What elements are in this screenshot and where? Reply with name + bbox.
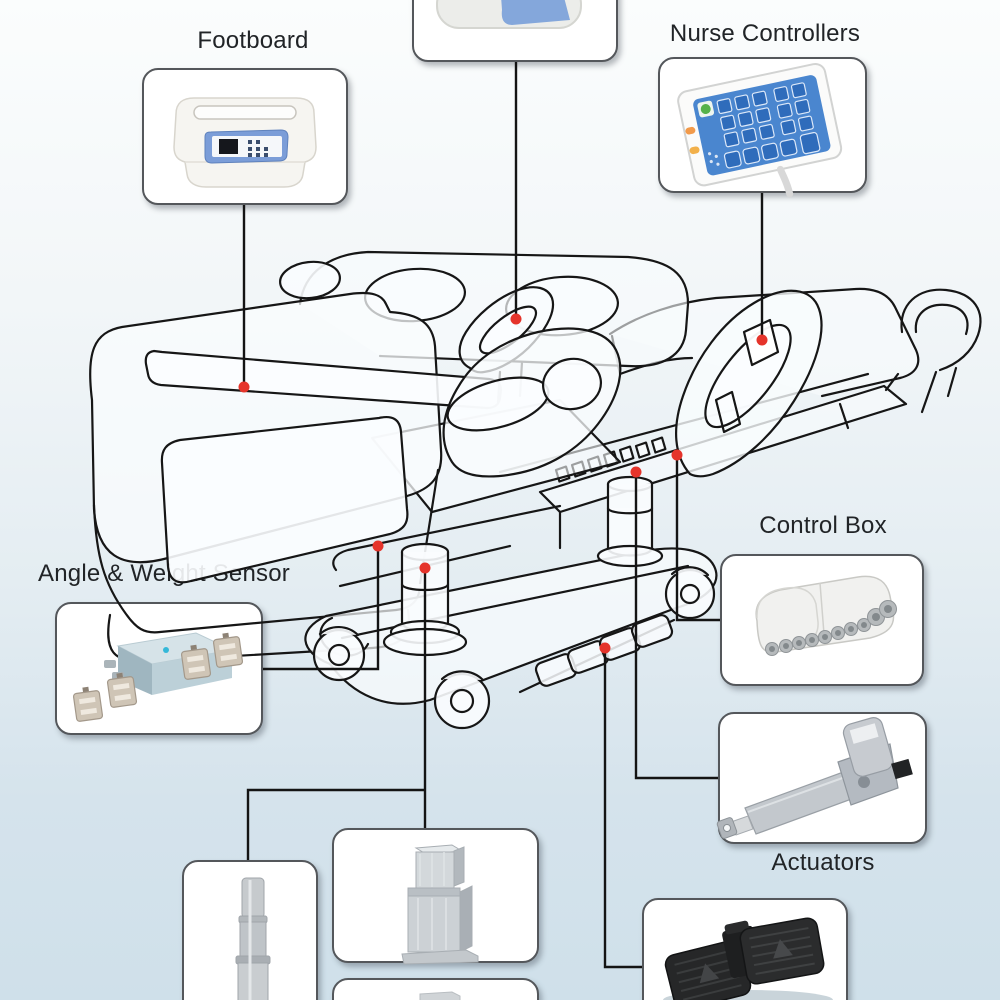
callout-box-foot-pedals	[642, 898, 848, 1000]
callout-box-lift-column-partial	[332, 978, 539, 1000]
marker-foot-pedals	[599, 642, 611, 654]
connector-foot-pedals	[603, 648, 642, 969]
label-footboard: Footboard	[197, 27, 309, 54]
bed-base	[304, 547, 718, 705]
bed-base-pedals	[518, 614, 676, 694]
bed-head-corner-rail	[900, 288, 982, 414]
label-nurse-controllers: Nurse Controllers	[669, 20, 861, 47]
callout-box-actuators	[718, 712, 927, 844]
marker-dots	[238, 313, 768, 654]
deck-rack-teeth	[554, 436, 667, 483]
connector-lift-columns	[246, 568, 427, 860]
connector-actuators	[634, 472, 718, 780]
bed-side-rail-mid	[442, 327, 622, 478]
label-actuators: Actuators	[771, 849, 875, 876]
callout-box-footboard	[142, 68, 348, 205]
bed-weigh-frame	[332, 504, 562, 588]
bed-lift-column-left	[382, 542, 468, 657]
marker-nurse-controllers	[756, 334, 768, 346]
callout-box-head-panel	[412, 0, 618, 62]
label-angle-weight-sensor: Angle & Weight Sensor	[38, 560, 290, 587]
callout-box-control-box	[720, 554, 924, 686]
callout-box-lift-column-round	[182, 860, 318, 1000]
marker-footboard	[238, 381, 250, 393]
connector-control-box	[675, 455, 720, 622]
marker-control-box	[671, 449, 683, 461]
callout-box-angle-weight-sensor	[55, 602, 263, 735]
marker-lift-columns	[419, 562, 431, 574]
label-control-box: Control Box	[759, 512, 887, 539]
bed-casters	[312, 566, 716, 730]
bed-foot-rail-back	[279, 250, 690, 368]
bed-lift-column-right	[596, 475, 664, 568]
bed-head-mattress	[608, 287, 920, 398]
marker-head-panel	[510, 313, 522, 325]
bed-foot-mattress	[370, 398, 622, 514]
bed-head-rail-left-upright	[458, 286, 555, 404]
bed-head-rail-right	[675, 289, 823, 478]
marker-actuators	[630, 466, 642, 478]
marker-angle-weight-sensor	[372, 540, 384, 552]
callout-box-lift-column-square	[332, 828, 539, 963]
callout-box-nurse-controllers	[658, 57, 867, 193]
